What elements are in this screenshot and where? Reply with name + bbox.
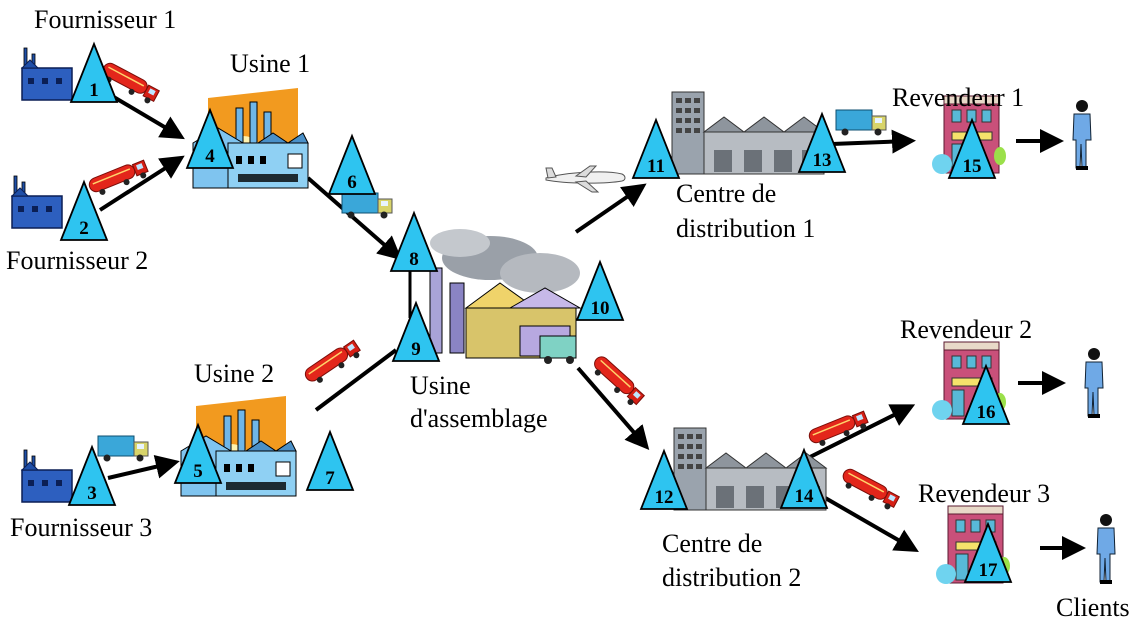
label-centre-2-l1: Centre de <box>662 529 763 558</box>
stock-point-number: 11 <box>647 156 665 177</box>
stock-triangle-5: 5 <box>173 422 223 484</box>
arrow-f1-usine1 <box>110 94 185 140</box>
supplier-factory-icon <box>21 449 73 503</box>
stock-triangle-icon <box>173 422 223 484</box>
stock-triangle-8: 8 <box>389 210 439 272</box>
label-centre-1-l1: Centre de <box>676 179 777 208</box>
stock-triangle-16: 16 <box>961 363 1011 425</box>
stock-triangle-icon <box>305 429 355 491</box>
label-centre-1-l2: distribution 1 <box>676 214 816 243</box>
stock-triangle-3: 3 <box>67 444 117 506</box>
stock-triangle-icon <box>389 210 439 272</box>
distribution-warehouse-icon <box>671 91 825 175</box>
stock-triangle-icon <box>59 179 109 241</box>
tanker-truck-icon <box>86 157 151 200</box>
stock-point-number: 17 <box>979 560 999 581</box>
stock-triangle-icon <box>69 41 119 103</box>
stock-triangle-icon <box>391 300 441 362</box>
stock-triangle-2: 2 <box>59 179 109 241</box>
tanker-truck-icon <box>837 466 901 513</box>
stock-point-number: 15 <box>963 156 982 177</box>
client-person-icon <box>1096 513 1116 585</box>
stock-triangle-10: 10 <box>575 259 625 321</box>
stock-point-number: 1 <box>89 80 99 101</box>
arrow-usine2-assemblage <box>314 348 398 412</box>
stock-triangle-icon <box>963 521 1013 583</box>
stock-triangle-11: 11 <box>631 117 681 179</box>
stock-point-number: 7 <box>325 468 335 489</box>
delivery-truck-icon <box>97 435 149 462</box>
stock-triangle-17: 17 <box>963 521 1013 583</box>
stock-point-number: 2 <box>79 218 89 239</box>
tanker-truck-icon <box>587 353 647 409</box>
label-usine-1: Usine 1 <box>230 49 311 78</box>
label-clients: Clients <box>1056 593 1130 622</box>
stock-triangle-1: 1 <box>69 41 119 103</box>
arrow-assemblage-cd2 <box>576 366 650 451</box>
stock-point-number: 16 <box>977 402 996 423</box>
airplane-icon <box>545 165 626 193</box>
stock-triangle-icon <box>67 444 117 506</box>
stock-triangle-icon <box>631 117 681 179</box>
stock-triangle-icon <box>327 133 377 195</box>
arrow-f3-usine2 <box>107 454 180 480</box>
stock-point-number: 10 <box>591 298 610 319</box>
stock-triangle-icon <box>639 448 689 510</box>
label-fournisseur-2: Fournisseur 2 <box>6 246 149 275</box>
stock-triangle-icon <box>797 111 847 173</box>
label-revendeur-3: Revendeur 3 <box>918 479 1051 508</box>
arrow-f2-usine1 <box>98 155 185 212</box>
stock-triangle-9: 9 <box>391 300 441 362</box>
stock-point-number: 4 <box>205 146 215 167</box>
client-person-icon <box>1084 347 1104 419</box>
stock-point-number: 13 <box>813 150 832 171</box>
stock-triangle-icon <box>961 363 1011 425</box>
stock-triangle-14: 14 <box>779 447 829 509</box>
stock-point-number: 3 <box>87 483 97 504</box>
stock-triangle-icon <box>947 117 997 179</box>
stock-triangle-icon <box>185 107 235 169</box>
stock-triangle-7: 7 <box>305 429 355 491</box>
stock-point-number: 14 <box>795 486 815 507</box>
label-centre-2-l2: distribution 2 <box>662 563 802 592</box>
supplier-factory-icon <box>11 175 63 229</box>
label-revendeur-2: Revendeur 2 <box>900 315 1033 344</box>
label-revendeur-1: Revendeur 1 <box>892 83 1025 112</box>
stock-triangle-6: 6 <box>327 133 377 195</box>
label-usine-2: Usine 2 <box>194 359 275 388</box>
stock-triangle-icon <box>779 447 829 509</box>
label-fournisseur-3: Fournisseur 3 <box>10 513 153 542</box>
label-usine-assemblage-l2: d'assemblage <box>410 404 548 433</box>
arrow-cd2-rev2 <box>807 404 916 460</box>
delivery-truck-icon <box>835 109 887 136</box>
assembly-plant-icon <box>429 229 582 364</box>
stock-triangle-13: 13 <box>797 111 847 173</box>
stock-point-number: 8 <box>409 249 419 270</box>
delivery-truck-icon <box>341 192 393 219</box>
label-fournisseur-1: Fournisseur 1 <box>34 5 177 34</box>
stock-triangle-12: 12 <box>639 448 689 510</box>
stock-triangle-icon <box>575 259 625 321</box>
stock-point-number: 5 <box>193 461 203 482</box>
stock-triangle-15: 15 <box>947 117 997 179</box>
client-person-icon <box>1072 99 1092 171</box>
label-usine-assemblage-l1: Usine <box>410 371 471 400</box>
stock-point-number: 9 <box>411 339 421 360</box>
stock-triangle-4: 4 <box>185 107 235 169</box>
arrow-assemblage-cd1 <box>574 183 647 234</box>
stock-point-number: 12 <box>655 487 674 508</box>
supplier-factory-icon <box>21 47 73 101</box>
arrow-cd1-rev1 <box>831 129 916 154</box>
stock-point-number: 6 <box>347 172 357 193</box>
